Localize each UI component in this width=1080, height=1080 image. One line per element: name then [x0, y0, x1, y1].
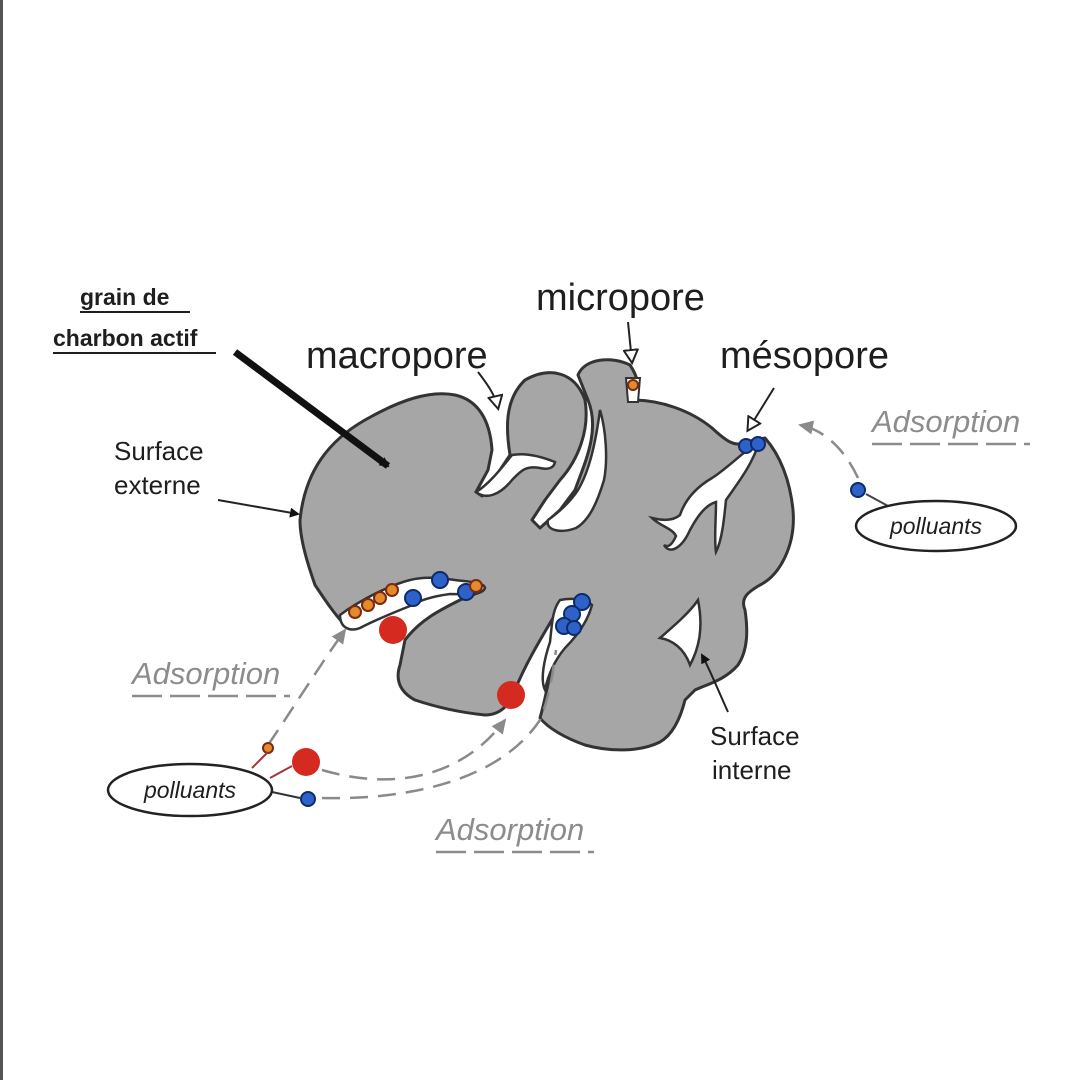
adsorption-label-bottom: Adsorption	[434, 812, 584, 847]
pollutant-connector-left-2	[269, 765, 293, 779]
internal-pore-channel-right	[647, 436, 763, 557]
grain-pointer-arrow	[232, 349, 391, 469]
adsorption-label-left: Adsorption	[130, 656, 280, 691]
macropore-pointer-arrow	[477, 371, 498, 408]
pollutant-connector-right	[865, 493, 889, 507]
free-pollutant-blue-right	[850, 482, 866, 498]
left-border-line	[0, 0, 3, 1080]
surface-interne-label-line2: interne	[712, 755, 792, 785]
internal-pore-channel-center	[546, 409, 608, 532]
free-pollutant-blue-left	[300, 791, 316, 807]
free-pollutant-orange-left	[262, 742, 274, 754]
adsorbed-pollutants-mesopore	[738, 436, 766, 454]
surface-externe-label-line1: Surface	[114, 436, 204, 466]
surface-externe-pointer-arrow	[217, 499, 300, 518]
polluants-ellipse-left	[106, 762, 274, 818]
surface-interne-pointer-arrow	[701, 653, 729, 713]
surface-externe-label-line2: externe	[114, 470, 201, 500]
adsorption-path-bottom-lower	[321, 649, 558, 800]
adsorbed-pollutants-left-pore	[348, 571, 483, 644]
polluants-label-right: polluants	[889, 513, 983, 539]
free-pollutant-red-left	[292, 748, 320, 776]
polluants-label-left: polluants	[143, 777, 237, 803]
grain-label-line1: grain de	[80, 284, 169, 310]
adsorption-label-right: Adsorption	[870, 404, 1020, 439]
pollutant-connector-left-1	[251, 751, 269, 769]
carbon-grain-body	[298, 358, 795, 752]
adsorption-path-right	[798, 420, 860, 479]
macropore-label: macropore	[306, 335, 488, 377]
micropore-label: micropore	[536, 277, 705, 319]
mesopore-label: mésopore	[720, 335, 889, 377]
adsorbed-pollutant-micropore	[627, 379, 639, 391]
adsorption-path-left	[266, 628, 347, 746]
mesopore-pointer-arrow	[748, 387, 775, 430]
adsorption-path-bottom-upper	[321, 718, 507, 781]
grain-label-line2: charbon actif	[53, 325, 198, 351]
micropore-pointer-arrow	[628, 321, 632, 362]
polluants-ellipse-right	[854, 499, 1018, 553]
pollutant-connector-left-3	[271, 791, 301, 799]
internal-pore-channel-lower	[657, 596, 702, 669]
surface-interne-label-line1: Surface	[710, 721, 800, 751]
adsorbed-pollutants-bottom-pore	[497, 593, 591, 709]
internal-pore-channel-left	[473, 453, 557, 497]
